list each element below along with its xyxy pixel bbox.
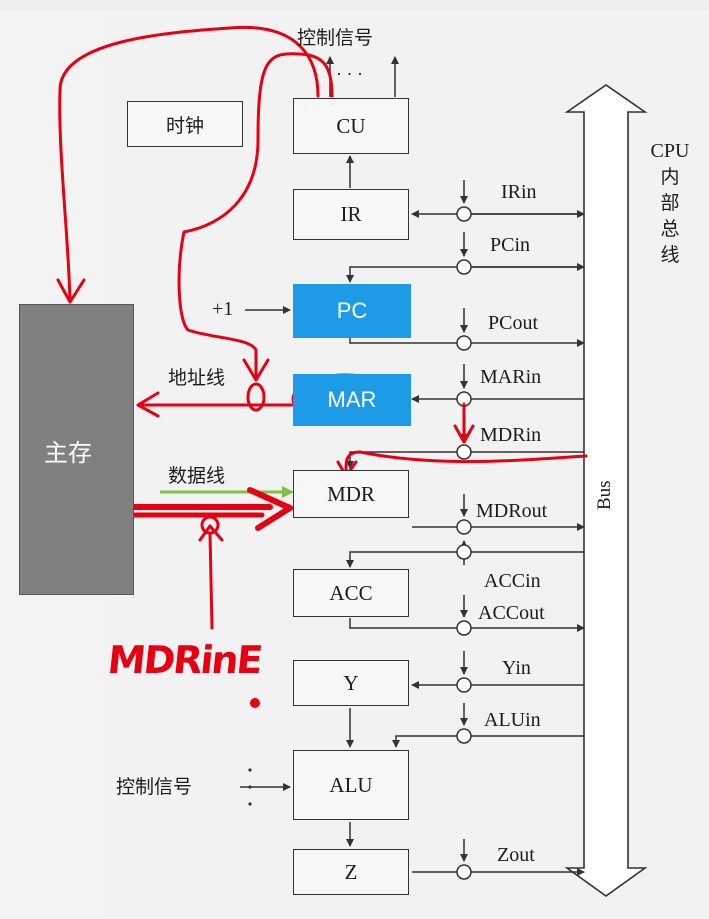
cpu-bus-label-line: 部: [660, 192, 680, 214]
pc-register: PC: [293, 284, 411, 338]
data-line-label: 数据线: [168, 465, 226, 487]
marin-label: MARin: [480, 366, 542, 388]
cpu-internal-bus-label: CPU 内 部 总 线: [648, 138, 692, 268]
clock-box: 时钟: [127, 101, 243, 147]
acc-register: ACC: [293, 569, 409, 617]
ir-register: IR: [293, 189, 409, 240]
aluin-label: ALUin: [484, 709, 541, 731]
cpu-bus-label-line: 线: [660, 244, 680, 266]
pcin-label: PCin: [490, 234, 531, 256]
mdrout-label: MDRout: [476, 500, 548, 522]
plus-one-label: +1: [212, 298, 234, 320]
handwritten-annotations: [34, 25, 588, 630]
address-line-label: 地址线: [168, 367, 226, 389]
mdr-register: MDR: [293, 470, 409, 518]
zout-label: Zout: [497, 844, 535, 866]
accout-label: ACCout: [478, 602, 545, 624]
internal-bus: [564, 84, 648, 897]
main-memory: [19, 304, 134, 595]
yin-label: Yin: [502, 657, 531, 679]
top-ellipsis: · · ·: [336, 64, 363, 84]
mdrin-label: MDRin: [480, 424, 542, 446]
cpu-bus-label-line: CPU: [650, 140, 690, 162]
irin-label: IRin: [501, 181, 537, 203]
top-control-signals-label: 控制信号: [297, 27, 374, 49]
alu-unit: ALU: [293, 750, 409, 820]
cu-register: CU: [293, 98, 409, 154]
cpu-bus-label-line: 总: [660, 218, 680, 240]
z-register: Z: [293, 849, 409, 895]
top-background: [0, 0, 709, 10]
main-memory-label: 主存: [44, 439, 92, 467]
handwritten-mdrine-label: MDRinE: [105, 638, 263, 682]
cpu-bus-label-line: 内: [660, 166, 680, 188]
bus-label: Bus: [594, 480, 615, 510]
bottom-control-signals-label: 控制信号: [116, 776, 193, 798]
pcout-label: PCout: [488, 312, 539, 334]
mar-register: MAR: [293, 374, 411, 426]
y-register: Y: [293, 660, 409, 706]
accin-label: ACCin: [484, 570, 541, 592]
